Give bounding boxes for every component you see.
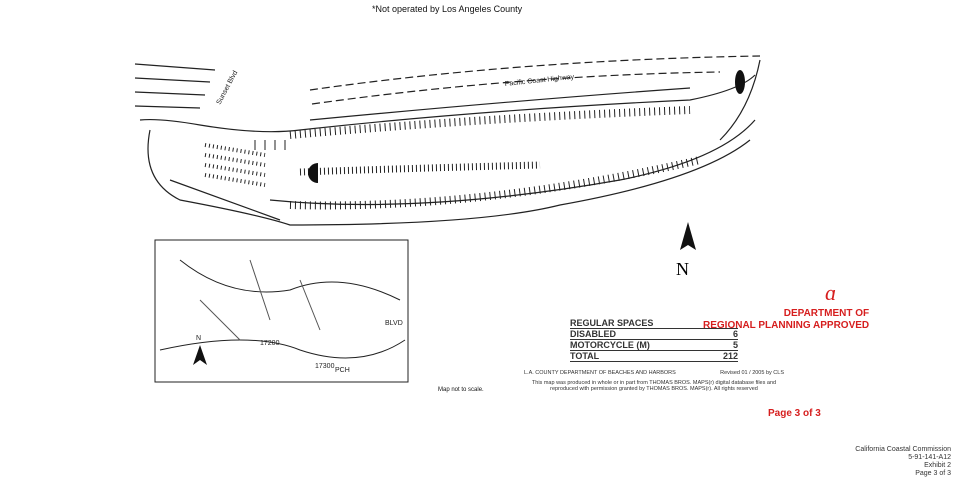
inset-map: PCH 17300 17200 BLVD N: [154, 239, 409, 383]
north-arrow-icon: N: [676, 222, 696, 279]
lot-inner-edge: [169, 119, 756, 221]
approval-initials: ɑ: [825, 280, 836, 305]
landscape-island: [735, 70, 745, 94]
scale-note: Map not to scale.: [438, 387, 484, 393]
sunset-blvd-label: Sunset Blvd: [216, 70, 240, 106]
side-road-lines: [134, 63, 216, 109]
table-row: REGULAR SPACES: [570, 318, 738, 329]
inset-17300-label: 17300: [315, 363, 335, 370]
page-label: Page 3 of 3: [768, 408, 821, 419]
highway-lane: [309, 55, 761, 105]
header-note: *Not operated by Los Angeles County: [372, 4, 523, 14]
table-row: MOTORCYCLE (M)5: [570, 340, 738, 351]
highway-edge: [309, 59, 761, 141]
inset-north-label: N: [196, 335, 201, 342]
credits: L.A. COUNTY DEPARTMENT OF BEACHES AND HA…: [524, 370, 784, 392]
lot-north-edge: [139, 74, 756, 133]
svg-text:N: N: [676, 259, 689, 279]
lot-south-edge: [147, 129, 751, 226]
inset-17200-label: 17200: [260, 340, 280, 347]
inset-blvd-label: BLVD: [385, 320, 403, 327]
pch-label: Pacific Coast Highway: [504, 74, 574, 88]
parking-row-north: [289, 106, 691, 139]
inset-pch-label: PCH: [335, 367, 350, 374]
inset-north-arrow-icon: [193, 345, 207, 365]
west-stalls: [204, 143, 266, 187]
island-end: [308, 163, 318, 183]
parking-row-south: [289, 156, 701, 210]
parking-row-center: [299, 161, 541, 176]
parking-stalls: [254, 140, 286, 150]
